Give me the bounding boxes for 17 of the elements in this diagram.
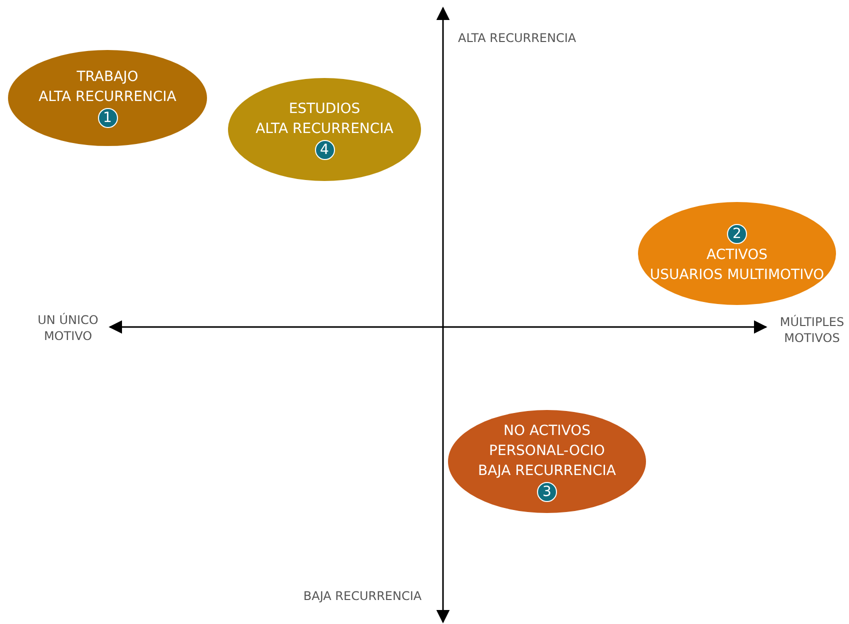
category-description: ALTA RECURRENCIA [38,88,176,107]
axis-label: ALTA RECURRENCIA [458,30,578,46]
category-title: TRABAJO [76,68,138,87]
category-title: NO ACTIVOS [504,422,590,440]
number-badge: 4 [314,140,334,160]
category-description: PERSONAL-OCIO [489,442,605,460]
number-badge: 3 [537,482,557,502]
category-title: ESTUDIOS [288,100,360,118]
category-description: USUARIOS MULTIMOTIVO [650,266,824,284]
number-badge: 1 [98,108,118,128]
number-badge: 2 [727,224,747,244]
category-description: ALTA RECURRENCIA [256,120,394,138]
axis-label: UN ÚNICO MOTIVO [36,312,100,344]
category-title: ACTIVOS [706,246,768,264]
axis-label: BAJA RECURRENCIA [302,588,423,604]
axis-label: MÚLTIPLES MOTIVOS [778,314,846,346]
category-description: BAJA RECURRENCIA [478,462,616,480]
